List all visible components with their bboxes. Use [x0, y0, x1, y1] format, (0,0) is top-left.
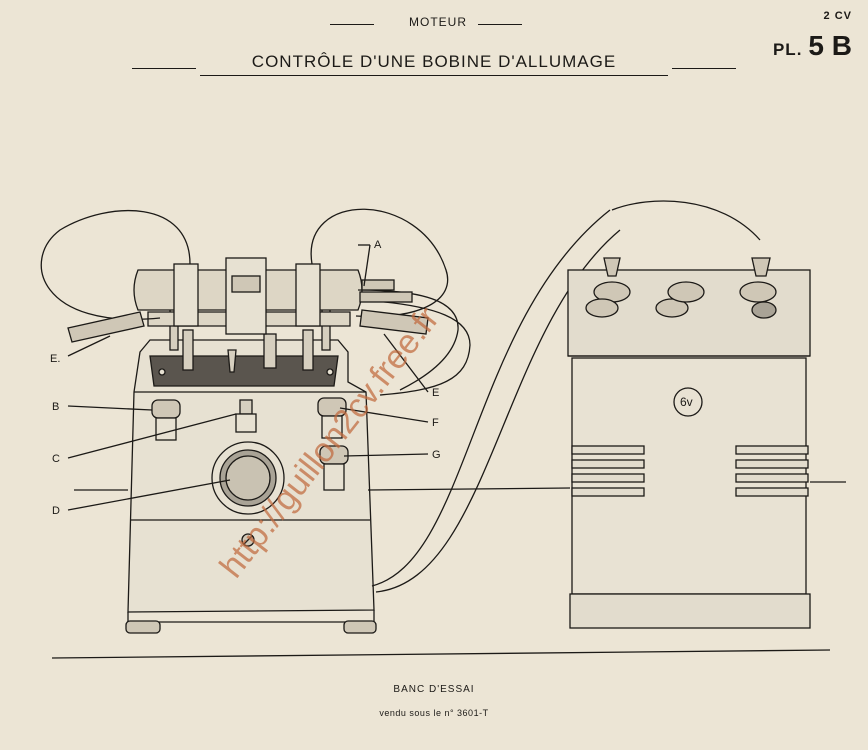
model-label: 2 CV	[823, 10, 852, 22]
label-f: F	[432, 417, 439, 429]
header-rule-left	[330, 24, 374, 25]
knob-b	[151, 399, 181, 419]
bench-foot-right	[343, 620, 377, 634]
cable-sleeve-right	[359, 309, 429, 335]
battery-voltage: 6v	[680, 395, 693, 409]
title-rule-left	[132, 68, 196, 69]
switch-c	[239, 399, 253, 415]
label-d: D	[52, 505, 60, 517]
cable-sleeve-left	[67, 311, 145, 343]
label-g: G	[432, 449, 441, 461]
label-b: B	[52, 401, 59, 413]
bench-foot-left	[125, 620, 161, 634]
title-rule-right	[672, 68, 736, 69]
title-underline	[200, 75, 668, 76]
label-c: C	[52, 453, 60, 465]
figure-caption: BANC D'ESSAI	[393, 684, 475, 695]
figure-subcaption: vendu sous le n° 3601-T	[379, 708, 489, 718]
header-rule-right	[478, 24, 522, 25]
section-header: MOTEUR	[0, 13, 868, 33]
plate-number: PL. 5 B	[773, 30, 852, 62]
label-e-left: E.	[50, 353, 60, 365]
battery-badge	[673, 387, 703, 417]
plate-prefix: PL.	[772, 40, 803, 59]
section-title: MOTEUR	[409, 15, 467, 29]
label-a: A	[374, 239, 382, 251]
plate-id: 5 B	[808, 30, 852, 61]
page-title: CONTRÔLE D'UNE BOBINE D'ALLUMAGE	[251, 52, 617, 71]
label-e-right: E	[432, 387, 439, 399]
